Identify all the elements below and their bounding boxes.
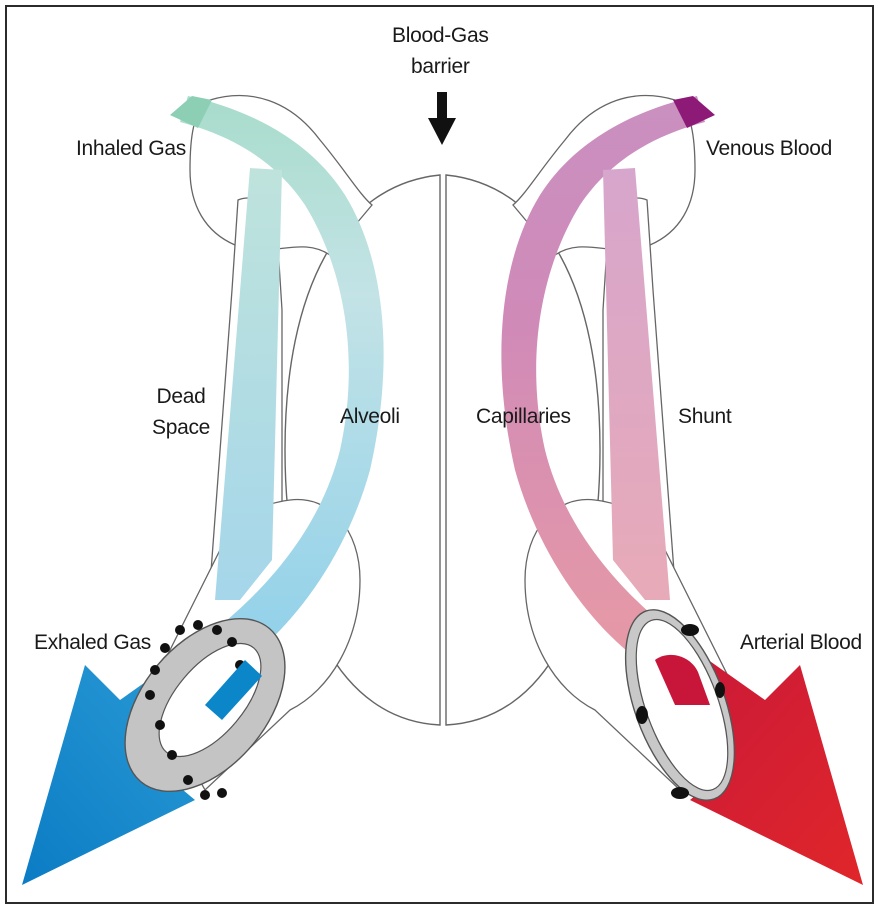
- venous-blood-stream: [501, 96, 705, 665]
- blood-gas-barrier-line2: barrier: [410, 55, 470, 78]
- venous-blood-label: Venous Blood: [706, 137, 833, 160]
- dead-space-line1: Dead: [156, 385, 206, 408]
- arterial-blood-label: Arterial Blood: [740, 631, 862, 654]
- inhaled-gas-inlet: [170, 96, 212, 128]
- airway-epithelium-ring: [124, 617, 286, 800]
- blood-gas-barrier-label: Blood-Gas barrier: [392, 20, 489, 82]
- barrier-arrow: [428, 92, 456, 145]
- venous-blood-inlet: [673, 96, 715, 128]
- vessel-endothelium-ring: [624, 609, 736, 801]
- shunt-stream: [603, 168, 670, 600]
- blood-gas-barrier-line1: Blood-Gas: [392, 24, 489, 47]
- dead-space-label: Dead Space: [152, 381, 210, 443]
- dead-space-stream: [215, 168, 282, 600]
- shunt-label: Shunt: [678, 405, 732, 428]
- exhaled-gas-label: Exhaled Gas: [34, 631, 151, 654]
- inhaled-gas-stream: [180, 96, 384, 665]
- inhaled-gas-label: Inhaled Gas: [76, 137, 186, 160]
- alveoli-label: Alveoli: [340, 405, 400, 428]
- dead-space-line2: Space: [152, 416, 211, 439]
- capillaries-label: Capillaries: [476, 405, 571, 428]
